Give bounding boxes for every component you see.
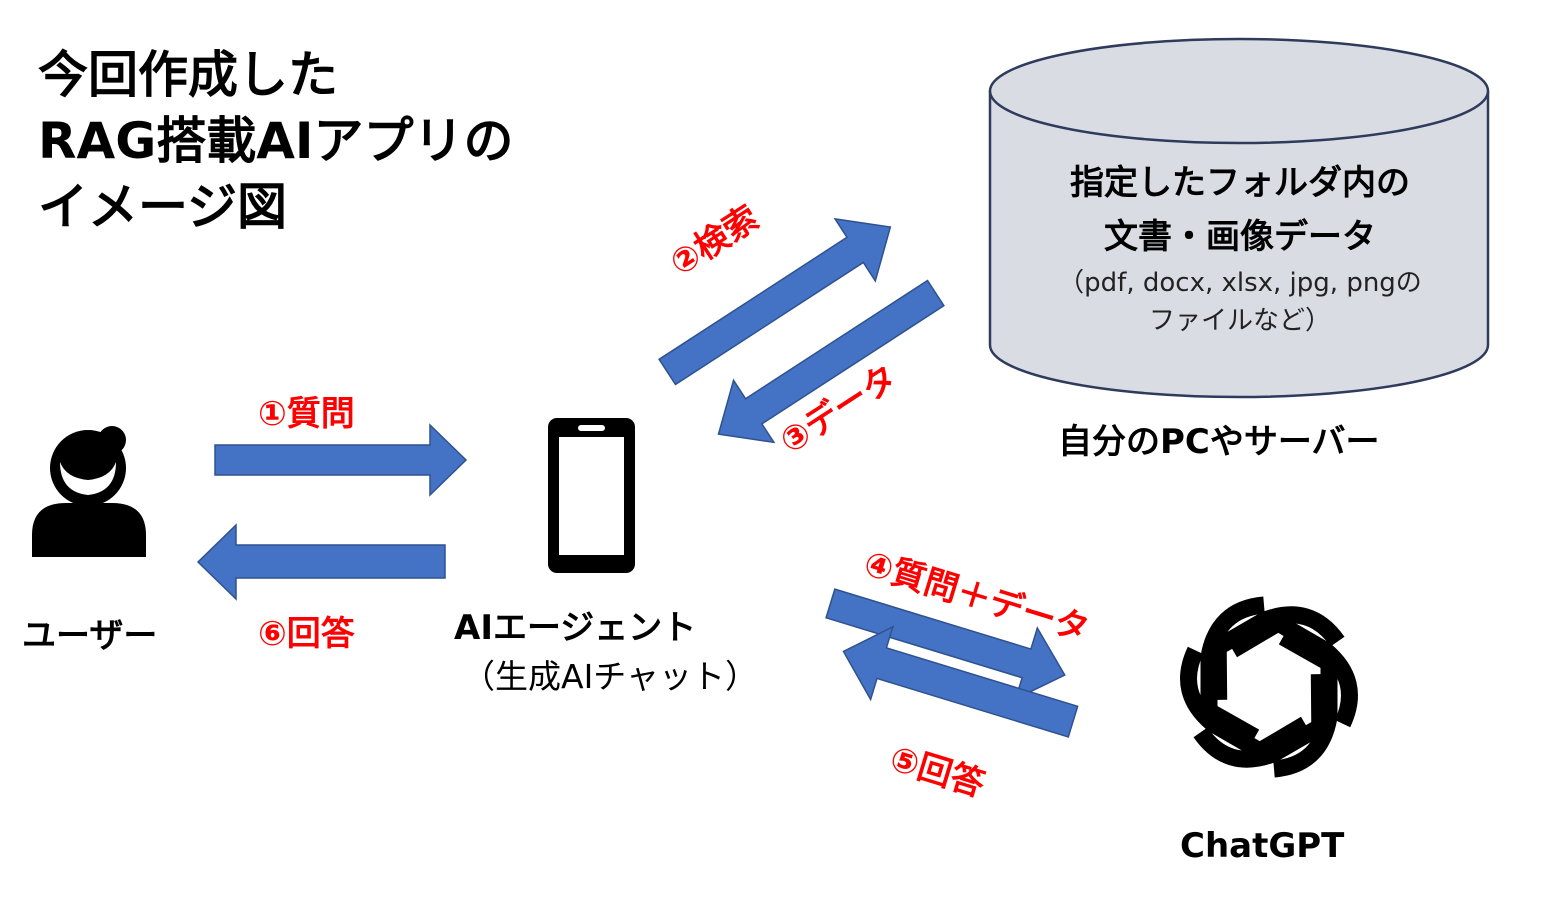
database-sub-1: （pdf, docx, xlsx, jpg, pngの xyxy=(1058,268,1422,298)
title-line-3: イメージ図 xyxy=(38,178,287,236)
step-6-label: ⑥回答 xyxy=(258,614,355,654)
database-cylinder xyxy=(988,37,1490,399)
database-sub-2: ファイルなど） xyxy=(1148,306,1331,336)
arrow-answer-to-agent xyxy=(842,625,1079,738)
smartphone-icon xyxy=(548,418,635,573)
database-label: 指定したフォルダ内の 文書・画像データ （pdf, docx, xlsx, jp… xyxy=(990,156,1490,340)
arrow-data-to-agent xyxy=(717,279,945,444)
chatgpt-label: ChatGPT xyxy=(1180,826,1345,866)
title-line-1: 今回作成した xyxy=(38,46,338,104)
database-line-1: 指定したフォルダ内の xyxy=(1070,163,1410,203)
openai-logo-icon xyxy=(1168,594,1370,780)
arrow-question-to-agent xyxy=(214,423,468,497)
arrow-search-to-database xyxy=(658,217,892,386)
arrow-question-to-chatgpt xyxy=(825,588,1066,701)
step-1-label: ①質問 xyxy=(258,394,355,434)
user-label: ユーザー xyxy=(22,616,158,656)
diagram-title: 今回作成した RAG搭載AIアプリの イメージ図 xyxy=(38,42,514,240)
agent-label: AIエージェント xyxy=(454,608,697,648)
database-caption: 自分のPCやサーバー xyxy=(1058,422,1380,462)
arrow-answer-to-user xyxy=(196,523,446,601)
title-line-2: RAG搭載AIアプリの xyxy=(38,112,514,170)
database-line-2: 文書・画像データ xyxy=(1104,217,1376,257)
person-icon xyxy=(32,426,146,557)
agent-sublabel: （生成AIチャット） xyxy=(462,657,758,696)
